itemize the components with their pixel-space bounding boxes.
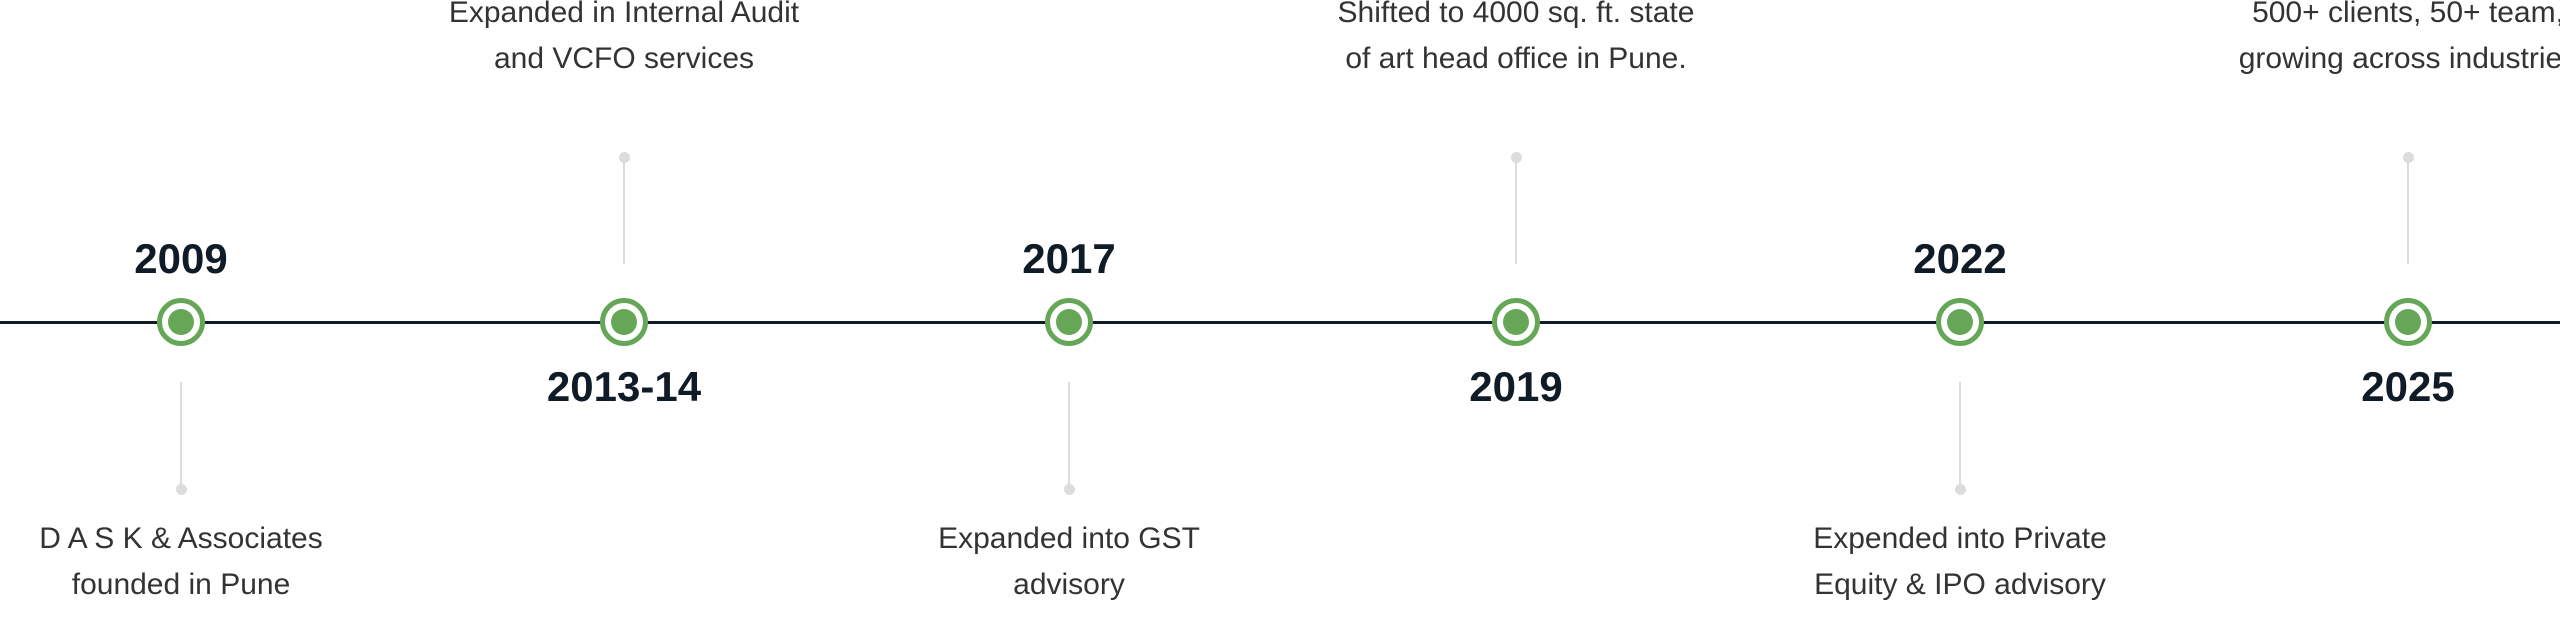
marker-dot <box>1056 309 1082 335</box>
milestone-marker-icon <box>1045 298 1093 346</box>
connector-line <box>1515 158 1517 264</box>
milestone-marker-icon <box>2384 298 2432 346</box>
milestone-year: 2019 <box>1469 363 1563 410</box>
connector-line <box>180 382 182 488</box>
milestone-year: 2022 <box>1913 235 2007 282</box>
milestone-marker-icon <box>600 298 648 346</box>
connector-dot-icon <box>1063 484 1075 495</box>
connector-line <box>1959 382 1961 488</box>
milestone-year: 2017 <box>1022 235 1116 282</box>
milestone-year: 2025 <box>2361 363 2455 410</box>
milestone-year: 2009 <box>134 235 228 282</box>
milestone-marker-icon <box>1492 298 1540 346</box>
connector-dot-icon <box>618 152 630 163</box>
milestone-description: Shifted to 4000 sq. ft. state of art hea… <box>1337 0 1695 75</box>
milestone-description: 500+ clients, 50+ team, growing across i… <box>2238 0 2560 75</box>
connector-dot-icon <box>1510 152 1522 163</box>
connector-dot-icon <box>175 484 187 495</box>
milestone-description: D A S K & Associates founded in Pune <box>39 522 323 601</box>
connector-line <box>623 158 625 264</box>
milestone-marker-icon <box>157 298 205 346</box>
connector-dot-icon <box>1954 484 1966 495</box>
marker-dot <box>1947 309 1973 335</box>
milestone-description: Expanded in Internal Audit and VCFO serv… <box>448 0 800 75</box>
marker-dot <box>168 309 194 335</box>
connector-line <box>1068 382 1070 488</box>
connector-line <box>2407 158 2409 264</box>
milestone-marker-icon <box>1936 298 1984 346</box>
timeline-axis <box>0 321 2560 324</box>
marker-dot <box>611 309 637 335</box>
marker-dot <box>2395 309 2421 335</box>
milestone-description: Expanded into GST advisory <box>938 522 1200 601</box>
milestone-description: Expended into Private Equity & IPO advis… <box>1813 522 2107 601</box>
marker-dot <box>1503 309 1529 335</box>
connector-dot-icon <box>2402 152 2414 163</box>
milestone-year: 2013-14 <box>546 363 702 410</box>
